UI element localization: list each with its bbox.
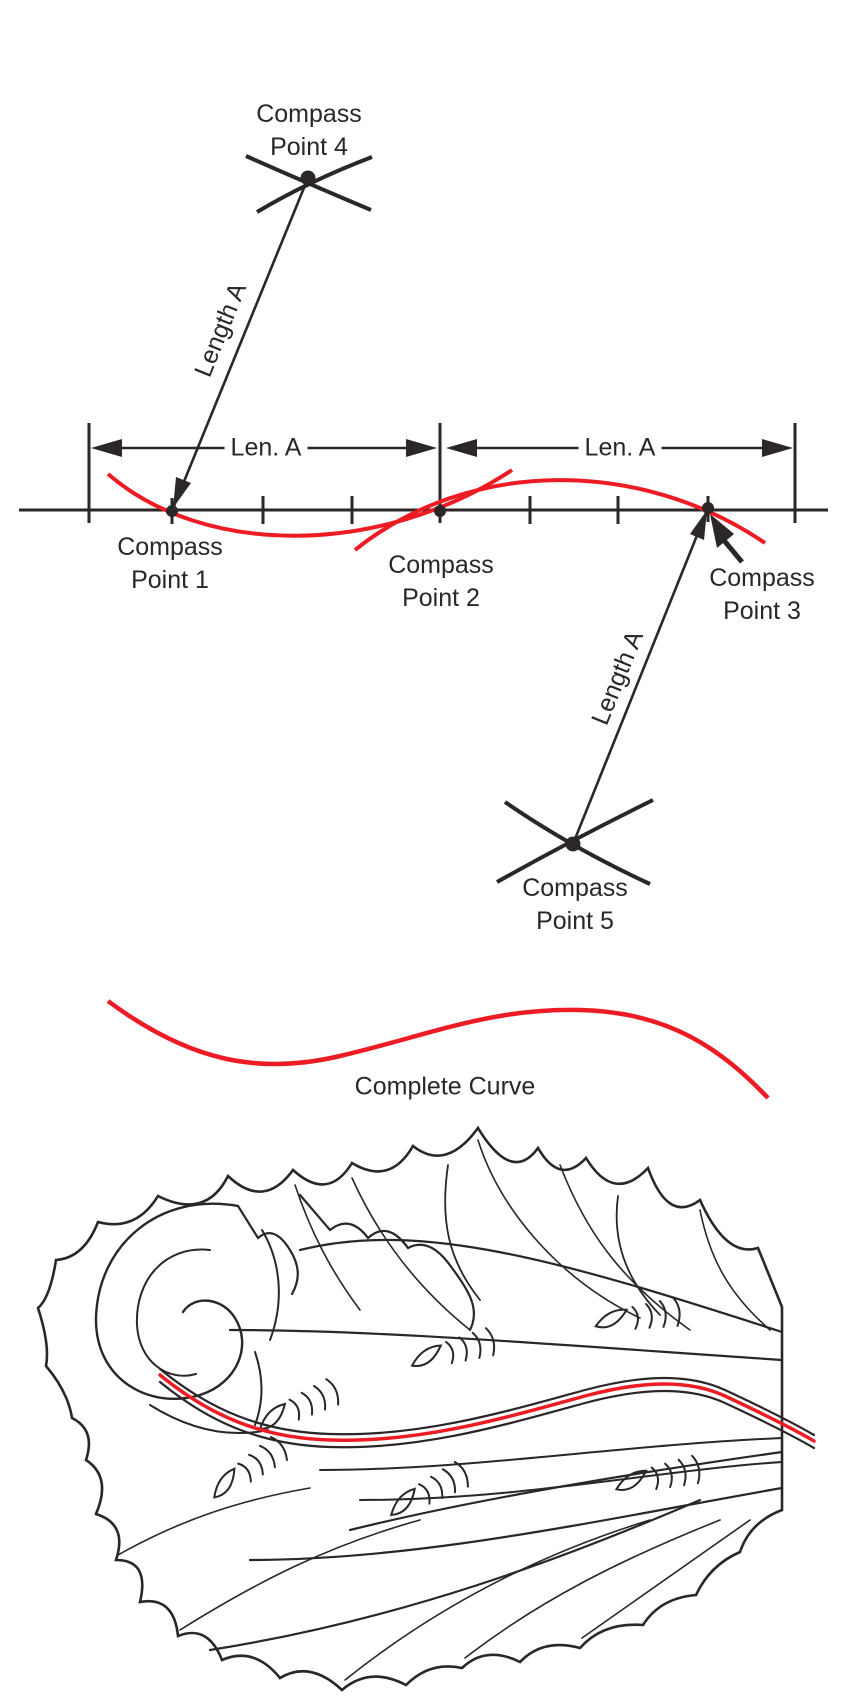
compass-point-3-label: Compass Point 3 — [709, 564, 815, 625]
compass-point-4-label: Compass Point 4 — [256, 100, 362, 161]
complete-curve-caption: Complete Curve — [354, 1072, 536, 1101]
volute-scroll — [94, 1202, 280, 1434]
radius-line-upper — [172, 177, 310, 508]
compass-point-2-label: Compass Point 2 — [388, 551, 494, 612]
len-a-left-label: Len. A — [224, 431, 308, 465]
pointer-arrow-icon — [710, 514, 744, 564]
pipe-detail — [611, 1454, 703, 1502]
arc-from-point-4 — [106, 468, 514, 538]
arrowhead-right-icon — [762, 439, 793, 457]
pipe-detail — [592, 1296, 683, 1339]
construction-arcs — [106, 468, 767, 552]
complete-curve-path — [106, 999, 770, 1100]
pipe-detail — [406, 1326, 499, 1378]
compass-point-5-label: Compass Point 5 — [522, 874, 628, 935]
leaf-outline — [36, 1125, 784, 1692]
arc-from-point-5 — [353, 478, 767, 552]
pipe-detail — [382, 1458, 473, 1526]
len-a-right-label: Len. A — [578, 431, 662, 465]
arrowhead-left-icon — [446, 439, 477, 457]
arrowhead-right-icon — [406, 439, 437, 457]
dimension-left — [91, 439, 437, 457]
radius-line-lower — [571, 510, 708, 845]
compass-point-dots — [166, 170, 714, 852]
compass-point-1-label: Compass Point 1 — [117, 533, 223, 594]
leaf-guide-curve — [158, 1373, 816, 1443]
acanthus-leaf-ornament — [36, 1125, 816, 1692]
arrowhead-left-icon — [91, 439, 122, 457]
pipe-detail — [203, 1433, 292, 1508]
dimension-right — [446, 439, 793, 457]
